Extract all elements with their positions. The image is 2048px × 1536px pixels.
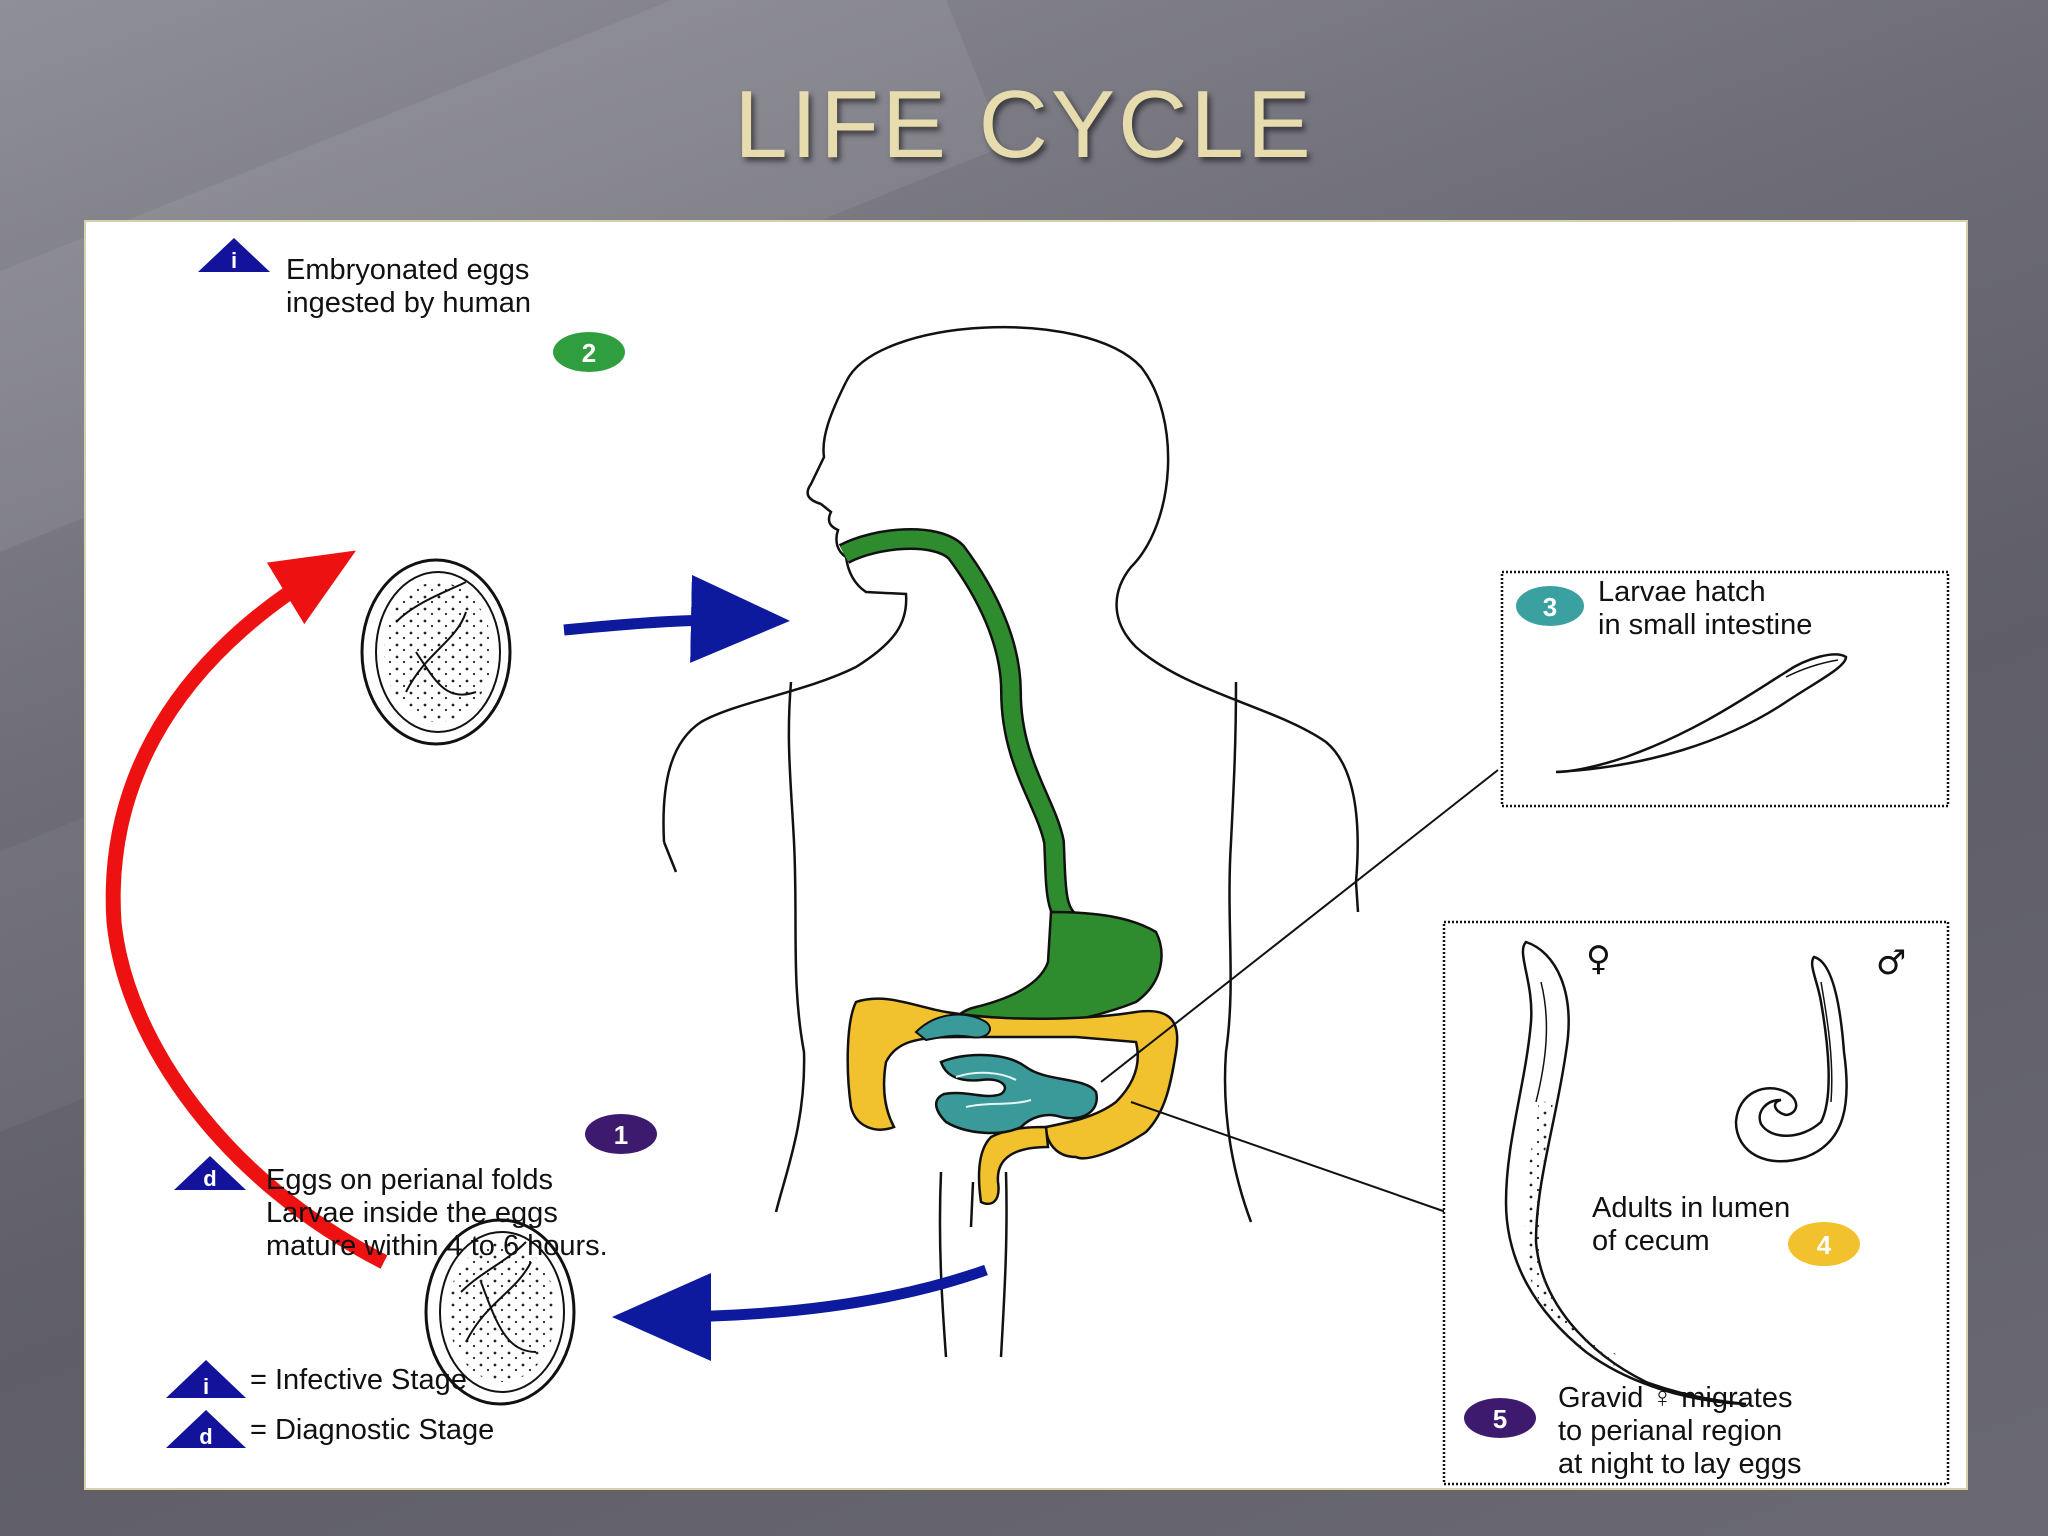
- female-symbol: ♀: [1586, 939, 1611, 979]
- label-line: Adults in lumen: [1592, 1192, 1791, 1224]
- arrow-to-perianal-eggs: [612, 1264, 988, 1361]
- svg-text:i: i: [231, 248, 237, 273]
- svg-text:2: 2: [582, 338, 596, 368]
- label-line: Larvae inside the eggs: [266, 1197, 558, 1229]
- esophagus: [838, 528, 1078, 932]
- label-line: Eggs on perianal folds: [266, 1164, 553, 1196]
- legend-infective-stage: = Infective Stage: [250, 1364, 467, 1396]
- svg-text:d: d: [203, 1166, 216, 1191]
- label-gravid-migrates: Gravid ♀ migrates to perianal region at …: [1558, 1382, 1801, 1481]
- larva-drawing: [1555, 653, 1848, 774]
- pointer-line-small-intestine: [1100, 769, 1499, 1083]
- svg-text:4: 4: [1817, 1230, 1832, 1260]
- male-symbol: ♂: [1876, 943, 1906, 983]
- step-5-badge: 5: [1464, 1398, 1536, 1438]
- svg-text:1: 1: [614, 1120, 628, 1150]
- pointer-line-cecum: [1130, 1101, 1447, 1213]
- infective-stage-marker-top: i: [198, 238, 270, 273]
- svg-text:3: 3: [1543, 592, 1557, 622]
- step-4-badge: 4: [1788, 1222, 1860, 1266]
- female-worm-drawing: [1504, 940, 1747, 1406]
- label-line: mature within 4 to 6 hours.: [266, 1230, 608, 1262]
- step-3-badge: 3: [1516, 586, 1584, 626]
- diagnostic-stage-marker: d: [174, 1156, 246, 1191]
- label-line: of cecum: [1592, 1225, 1710, 1257]
- label-line: at night to lay eggs: [1558, 1448, 1802, 1480]
- rectum: [977, 1125, 1050, 1206]
- svg-text:i: i: [203, 1374, 209, 1399]
- egg-perianal: [424, 1218, 576, 1406]
- label-line: ingested by human: [286, 287, 532, 319]
- small-intestine: [935, 1053, 1098, 1135]
- step-1-badge: 1: [585, 1114, 657, 1154]
- label-line: in small intestine: [1598, 609, 1813, 641]
- label-adults-in-lumen: Adults in lumen of cecum: [1592, 1192, 1790, 1258]
- label-line: Gravid ♀ migrates: [1558, 1382, 1793, 1414]
- legend-diagnostic-stage: = Diagnostic Stage: [250, 1414, 495, 1446]
- life-cycle-diagram: i d i d 2 1 3 4: [84, 220, 1968, 1490]
- label-line: to perianal region: [1558, 1415, 1783, 1447]
- diagram-canvas: i d i d 2 1 3 4: [105, 238, 1950, 1486]
- slide-title: LIFE CYCLE: [734, 71, 1314, 178]
- label-eggs-perianal: Eggs on perianal folds Larvae inside the…: [266, 1164, 608, 1263]
- label-line: Larvae hatch: [1598, 576, 1766, 608]
- label-larvae-hatch: Larvae hatch in small intestine: [1598, 576, 1812, 642]
- legend-infective-icon: i: [166, 1360, 246, 1399]
- human-body-outline: [662, 325, 1360, 1358]
- step-2-badge: 2: [553, 332, 625, 372]
- label-embryonated-eggs: Embryonated eggs ingested by human: [286, 254, 531, 320]
- egg-embryonated: [360, 558, 512, 746]
- svg-text:5: 5: [1493, 1404, 1507, 1434]
- arrow-reinfection: [105, 550, 388, 1269]
- arrow-to-mouth: [563, 574, 790, 663]
- legend-diagnostic-icon: d: [166, 1410, 246, 1449]
- svg-text:d: d: [199, 1424, 212, 1449]
- male-worm-drawing: [1734, 955, 1848, 1163]
- label-line: Embryonated eggs: [286, 254, 530, 286]
